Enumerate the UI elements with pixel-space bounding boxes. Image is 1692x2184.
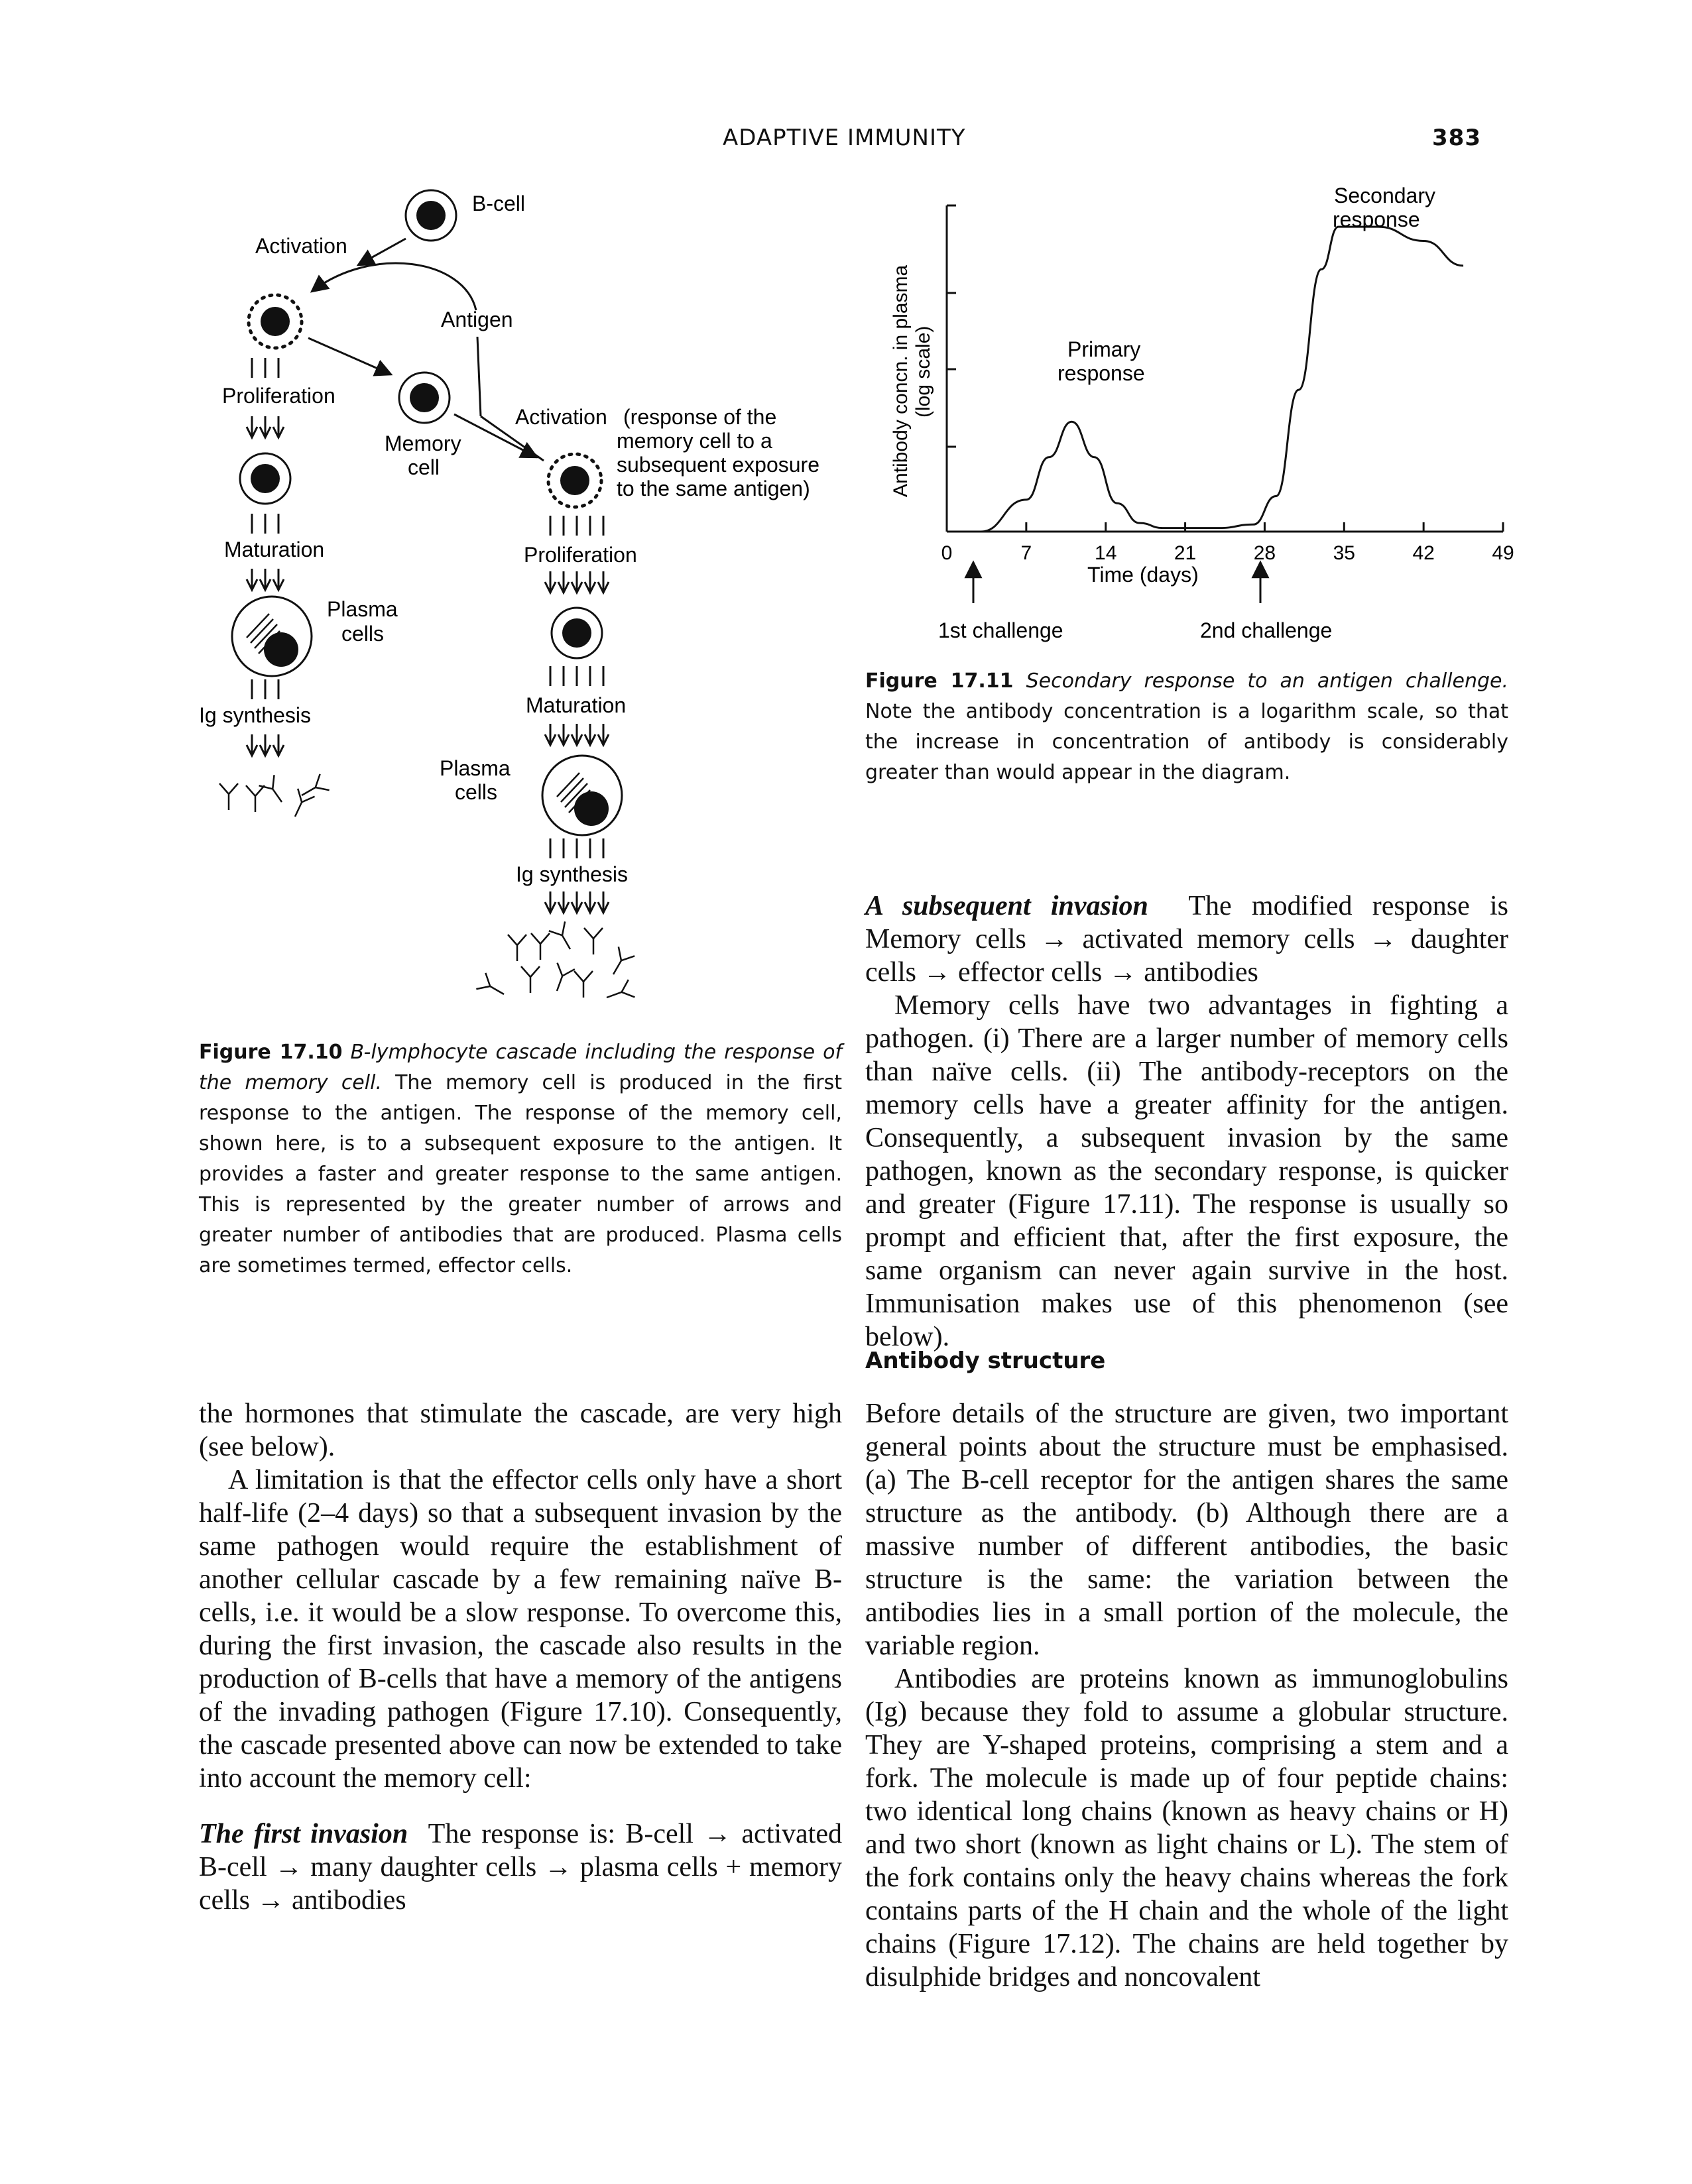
right-column-lower: Before details of the structure are give… (865, 1397, 1508, 1994)
x-axis-label: Time (days) (1087, 563, 1199, 587)
maturation-label-right: Maturation (526, 693, 626, 717)
fig11-caption-text: Note the antibody concentration is a log… (865, 700, 1508, 784)
x-tick-label: 49 (1492, 542, 1514, 564)
x-tick-label: 28 (1254, 542, 1276, 564)
ig-synthesis-label-right: Ig synthesis (516, 862, 628, 886)
antibodies-right (475, 921, 636, 1007)
antibody-structure-heading: Antibody structure (865, 1348, 1106, 1374)
ig-synthesis-label-left: Ig synthesis (199, 703, 311, 727)
figure-17-10-caption: Figure 17.10 B-lymphocyte cascade includ… (199, 1037, 842, 1281)
activation-label-right: Activation (515, 405, 607, 429)
plasma-label-left-2: cells (341, 622, 384, 646)
subsequent-invasion-text: The modified response is Memory cells → … (865, 891, 1508, 988)
proliferation-label-left: Proliferation (222, 384, 335, 408)
proliferation-label-right: Proliferation (524, 543, 637, 567)
subsequent-invasion-heading: A subsequent invasion (865, 891, 1148, 921)
structure-paragraph: Before details of the structure are give… (865, 1399, 1508, 1661)
left-column-text: the hormones that stimulate the cascade,… (199, 1397, 842, 1917)
first-invasion-paragraph: The first invasion The response is: B-ce… (199, 1817, 842, 1917)
challenge-1-text: 1st challenge (938, 618, 1063, 642)
activation-note-2: memory cell to a (617, 429, 772, 453)
challenge-2-text: 2nd challenge (1200, 618, 1332, 642)
activated-memory-cell (548, 454, 601, 507)
x-tick-label: 35 (1333, 542, 1355, 564)
figure-17-10-diagram: B-cell Activation Antigen Proliferation … (199, 189, 819, 1007)
immunoglobulin-paragraph: Antibodies are proteins known as immunog… (865, 1664, 1508, 1992)
memory-cell-label-2: cell (408, 455, 440, 479)
antibodies-left (218, 773, 330, 822)
fig11-caption-title: Secondary response to an antigen challen… (1026, 669, 1508, 693)
running-title: ADAPTIVE IMMUNITY (723, 125, 966, 151)
fig10-caption-title: B-lymphocyte cascade including the respo… (199, 1041, 842, 1094)
antibody-curve (947, 225, 1464, 533)
memory-cell (398, 371, 451, 424)
activation-label: Activation (255, 234, 347, 258)
memory-advantages-paragraph: Memory cells have two advantages in figh… (865, 990, 1508, 1352)
x-tick-label: 42 (1412, 542, 1434, 564)
plasma-label-left-1: Plasma (327, 597, 398, 621)
daughter-cell-left (239, 452, 292, 505)
plasma-label-right-1: Plasma (440, 756, 511, 780)
activation-note-3: subsequent exposure (617, 453, 819, 477)
primary-label-2: response (1058, 361, 1145, 385)
memory-cell-label-1: Memory (385, 431, 461, 455)
activation-note-1: (response of the (623, 405, 776, 429)
y-axis-label-1: Antibody concn. in plasma (890, 264, 912, 497)
figure-17-11-caption: Figure 17.11 Secondary response to an an… (865, 666, 1508, 788)
daughter-cell-right (550, 606, 603, 660)
page-number: 383 (1432, 125, 1481, 151)
fig11-caption-label: Figure 17.11 (865, 669, 1014, 693)
activated-b-cell (249, 295, 302, 348)
b-cell-label: B-cell (472, 192, 525, 215)
fig10-caption-text: The memory cell is produced in the first… (199, 1071, 842, 1277)
b-cell (404, 189, 457, 242)
maturation-label-left: Maturation (224, 538, 324, 561)
primary-label-1: Primary (1067, 337, 1140, 361)
secondary-label-2: response (1333, 207, 1420, 231)
figure-17-11-chart: 0 7 14 21 28 35 42 49 Antibody concn. in plasma… (890, 184, 1514, 642)
fig10-caption-label: Figure 17.10 (199, 1041, 343, 1064)
x-tick-label: 14 (1095, 542, 1117, 564)
secondary-label-1: Secondary (1334, 184, 1435, 207)
x-tick-label: 7 (1021, 542, 1032, 564)
limitation-paragraph: A limitation is that the effector cells … (199, 1465, 842, 1794)
activation-note-4: to the same antigen) (617, 477, 810, 500)
x-tick-label: 21 (1174, 542, 1196, 564)
right-column-upper: A subsequent invasion The modified respo… (865, 890, 1508, 1353)
plasma-label-right-2: cells (455, 780, 497, 804)
x-tick-label: 0 (941, 542, 953, 564)
first-invasion-text: The response is: B-cell → activated B-ce… (199, 1819, 842, 1916)
plasma-cell-right (541, 754, 623, 836)
challenge-2-label: 2nd challenge (1200, 618, 1332, 642)
subsequent-invasion-paragraph: A subsequent invasion The modified respo… (865, 890, 1508, 989)
first-invasion-heading: The first invasion (199, 1819, 408, 1849)
challenge-1-label: 1st challenge (938, 618, 1063, 642)
y-axis-label-2: (log scale) (912, 326, 934, 418)
hormones-paragraph: the hormones that stimulate the cascade,… (199, 1399, 842, 1462)
plasma-cell-left (231, 595, 313, 677)
antigen-label: Antigen (441, 308, 513, 331)
